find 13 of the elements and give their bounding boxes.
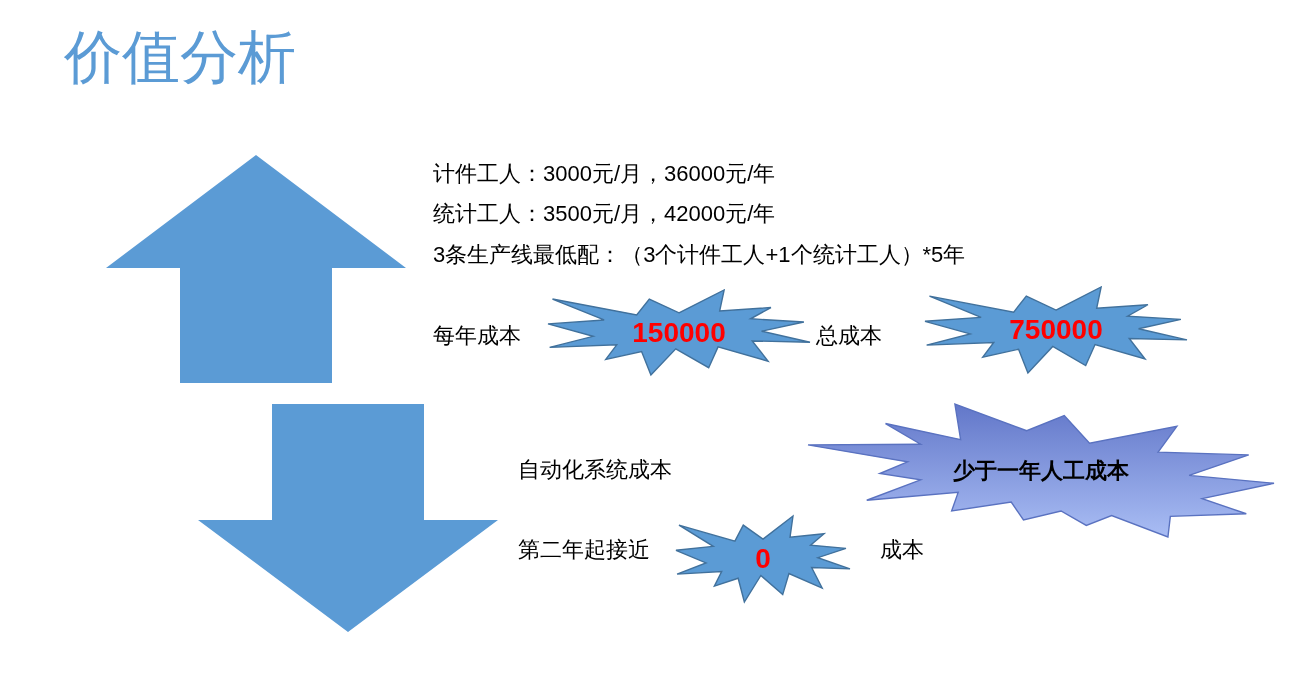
starburst: 750000: [925, 287, 1187, 373]
text-label: 统计工人：3500元/月，42000元/年: [433, 200, 776, 228]
starburst: 150000: [548, 290, 810, 375]
title: 价值分析: [64, 22, 296, 92]
text-label: 计件工人：3000元/月，36000元/年: [433, 160, 776, 188]
text-label: 每年成本: [433, 322, 521, 350]
text-label: 总成本: [816, 322, 882, 350]
starburst: 少于一年人工成本: [808, 404, 1274, 537]
text-label: 3条生产线最低配：（3个计件工人+1个统计工人）*5年: [433, 241, 966, 269]
starburst: 0: [676, 516, 850, 602]
text-label: 第二年起接近: [518, 536, 650, 564]
text-label: 成本: [880, 536, 924, 564]
text-label: 自动化系统成本: [518, 456, 672, 484]
